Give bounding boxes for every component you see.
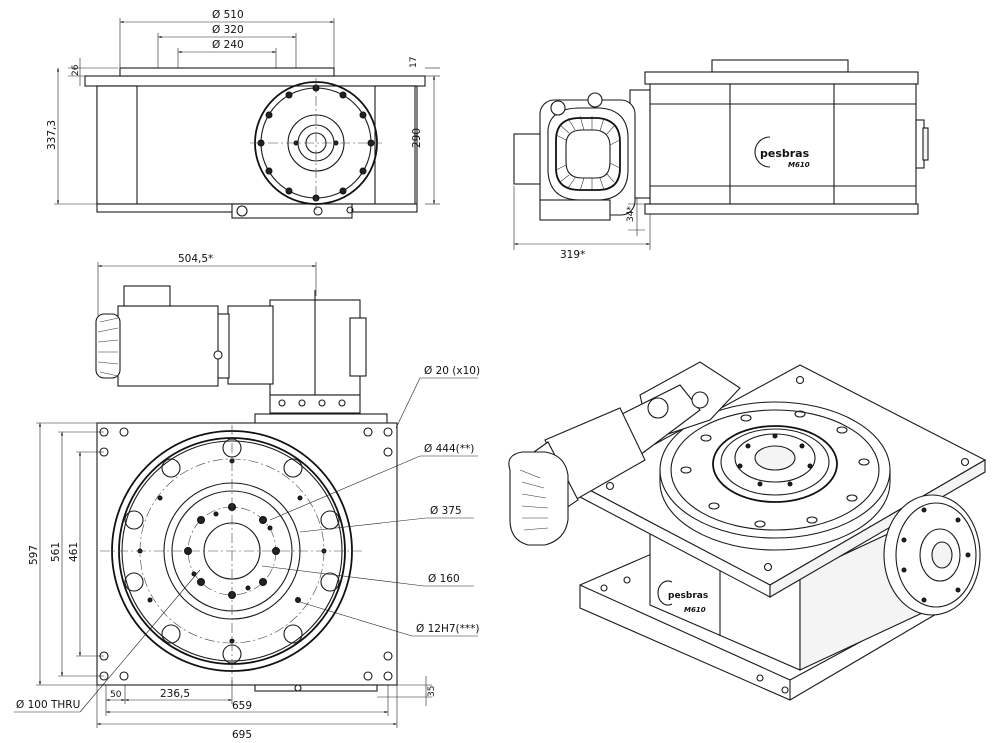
dim-d240: Ø 240 [212,39,244,51]
dim-h34: 34* [626,206,636,222]
dim-w695: 695 [232,729,252,741]
brand-model-iso: M610 [684,606,706,614]
dim-w659: 659 [232,700,252,712]
motor-fins [555,115,621,192]
dim-d320: Ø 320 [212,24,244,36]
dim-d20: Ø 20 (x10) [424,365,480,377]
brand-logo-side: pesbras M610 [754,136,810,169]
dim-d12h7: Ø 12H7(***) [416,623,479,635]
isometric-view: pesbras M610 [508,361,987,701]
dim-w504: 504,5* [178,253,213,265]
dim-h17: 17 [409,57,419,68]
motor-ribs [97,317,119,377]
dim-d444: Ø 444(**) [424,443,474,455]
dim-h26: 26 [71,64,81,76]
dim-h337: 337,3 [46,120,58,150]
dim-w50: 50 [110,690,122,700]
dim-h561: 561 [50,542,62,562]
motor-view: 504,5* [95,253,388,425]
plan-view: Ø 20 (x10) Ø 444(**) Ø 375 Ø 160 Ø 12H7(… [14,365,480,741]
brand-name-iso: pesbras [668,591,708,601]
iso-motor-fins [519,469,549,531]
dim-h461: 461 [68,542,80,562]
brand-name: pesbras [760,147,810,160]
turntable-holes [680,410,870,528]
dim-d510: Ø 510 [212,9,244,21]
dim-h290: 290 [411,128,423,148]
side-view: pesbras M610 319* 34* [513,59,929,261]
dim-w236: 236,5 [160,688,190,700]
dim-d375: Ø 375 [430,505,462,517]
dim-w319: 319* [560,249,585,261]
brand-logo-iso: pesbras M610 [657,580,708,614]
brand-model: M610 [788,161,810,169]
front-view: Ø 510 Ø 320 Ø 240 26 337,3 17 290 [46,9,440,219]
dim-h35: 35 [427,686,437,697]
dim-h597: 597 [28,545,40,565]
dim-d100: Ø 100 THRU [16,699,80,711]
inner-bolt-holes [137,458,327,644]
dim-d160: Ø 160 [428,573,460,585]
